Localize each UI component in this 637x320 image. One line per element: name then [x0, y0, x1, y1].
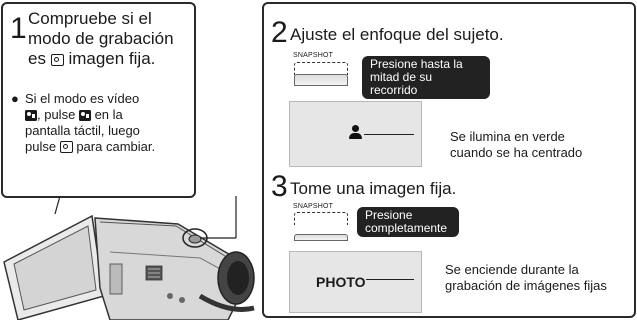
- step3-button-label: SNAPSHOT: [293, 203, 334, 210]
- video-camera-icon: [78, 110, 91, 121]
- step2-callout-line1: Presione hasta la: [370, 57, 463, 71]
- step3-leader-line: [366, 279, 414, 280]
- step2-button-label: SNAPSHOT: [293, 52, 334, 59]
- step3-caption-line2: grabación de imágenes fijas: [445, 278, 607, 293]
- photo-indicator: PHOTO: [316, 274, 366, 290]
- step2-number: 2: [271, 16, 288, 49]
- step3-callout: Presione completamente: [357, 207, 459, 237]
- step1-title-line1: Compruebe si el: [28, 9, 152, 28]
- step3-caption: Se enciende durante la grabación de imág…: [445, 262, 637, 294]
- step1-note-line1: Si el modo es vídeo: [25, 91, 140, 106]
- step1-title-line2: modo de grabación: [28, 29, 174, 48]
- step1-note-line4-pre: pulse: [25, 139, 57, 154]
- step3-button-outline: [294, 212, 348, 225]
- step2-leader-line: [364, 134, 414, 135]
- step2-callout: Presione hasta la mitad de su recorrido: [362, 56, 490, 99]
- step1-note-line3: pantalla táctil, luego: [25, 123, 140, 138]
- snapshot-button-full: [294, 234, 348, 241]
- step1-note: ●Si el modo es vídeo , pulse en la panta…: [11, 91, 196, 155]
- step1-title-line3-post: imagen fija.: [68, 49, 156, 68]
- step3-callout-line2: completamente: [365, 221, 448, 235]
- step2-button-outline: [294, 62, 348, 75]
- step1-note-line4-post: para cambiar.: [76, 139, 156, 154]
- camera-icon: [50, 54, 64, 66]
- step1-number: 1: [10, 12, 27, 45]
- step2-caption-line1: Se ilumina en verde: [450, 129, 565, 144]
- step1-note-line2-tail: en la: [94, 107, 123, 122]
- person-icon: [349, 125, 362, 139]
- step2-caption-line2: cuando se ha centrado: [450, 145, 583, 160]
- step3-caption-line1: Se enciende durante la: [445, 262, 579, 277]
- steps-panel: 2 Ajuste el enfoque del sujeto. SNAPSHOT…: [262, 2, 636, 318]
- snapshot-button-half: [294, 74, 348, 86]
- step3-number: 3: [271, 170, 288, 203]
- step1-note-line2: , pulse: [37, 107, 76, 122]
- step3-screen: PHOTO: [289, 251, 422, 313]
- step2-title: Ajuste el enfoque del sujeto.: [290, 25, 504, 44]
- video-camera-icon: [25, 110, 37, 121]
- step2-caption: Se ilumina en verde cuando se ha centrad…: [450, 129, 636, 161]
- camera-icon: [59, 141, 73, 153]
- camcorder-illustration: [3, 196, 255, 320]
- step1-panel: 1 Compruebe si el modo de grabación es i…: [1, 2, 196, 198]
- step3-callout-line1: Presione: [365, 208, 413, 222]
- step2-callout-line2: mitad de su recorrido: [370, 70, 433, 97]
- step1-title-line3-pre: es: [28, 49, 46, 68]
- step1-title: Compruebe si el modo de grabación es ima…: [28, 9, 196, 69]
- step3-title: Tome una imagen fija.: [290, 179, 457, 198]
